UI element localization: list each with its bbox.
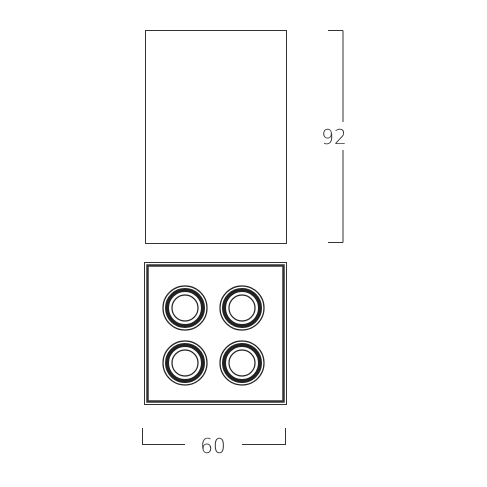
lens-bezel-ring (222, 343, 262, 383)
lens-outer-ring (162, 340, 208, 386)
front-view-outer-frame (144, 262, 287, 405)
lens-inner-ring (228, 349, 256, 377)
lens-bezel-ring (222, 288, 262, 328)
lens-inner-ring (228, 294, 256, 322)
height-dimension: 92 (321, 30, 347, 243)
height-dimension-label: 92 (321, 125, 346, 149)
lens (219, 285, 265, 331)
front-view (144, 262, 287, 405)
lens-bezel-ring (165, 343, 205, 383)
lens (219, 340, 265, 386)
width-dimension-label: 60 (200, 434, 225, 458)
lens-inner-ring (171, 294, 199, 322)
lens (162, 340, 208, 386)
side-view-body (145, 30, 287, 244)
width-dimension: 60 (142, 428, 286, 458)
lens-outer-ring (219, 340, 265, 386)
lens-group (162, 285, 265, 386)
lens (162, 285, 208, 331)
lens-bezel-ring (165, 288, 205, 328)
lens-outer-ring (219, 285, 265, 331)
lens-outer-ring (162, 285, 208, 331)
front-view-inner-frame (146, 264, 285, 403)
lens-inner-ring (171, 349, 199, 377)
